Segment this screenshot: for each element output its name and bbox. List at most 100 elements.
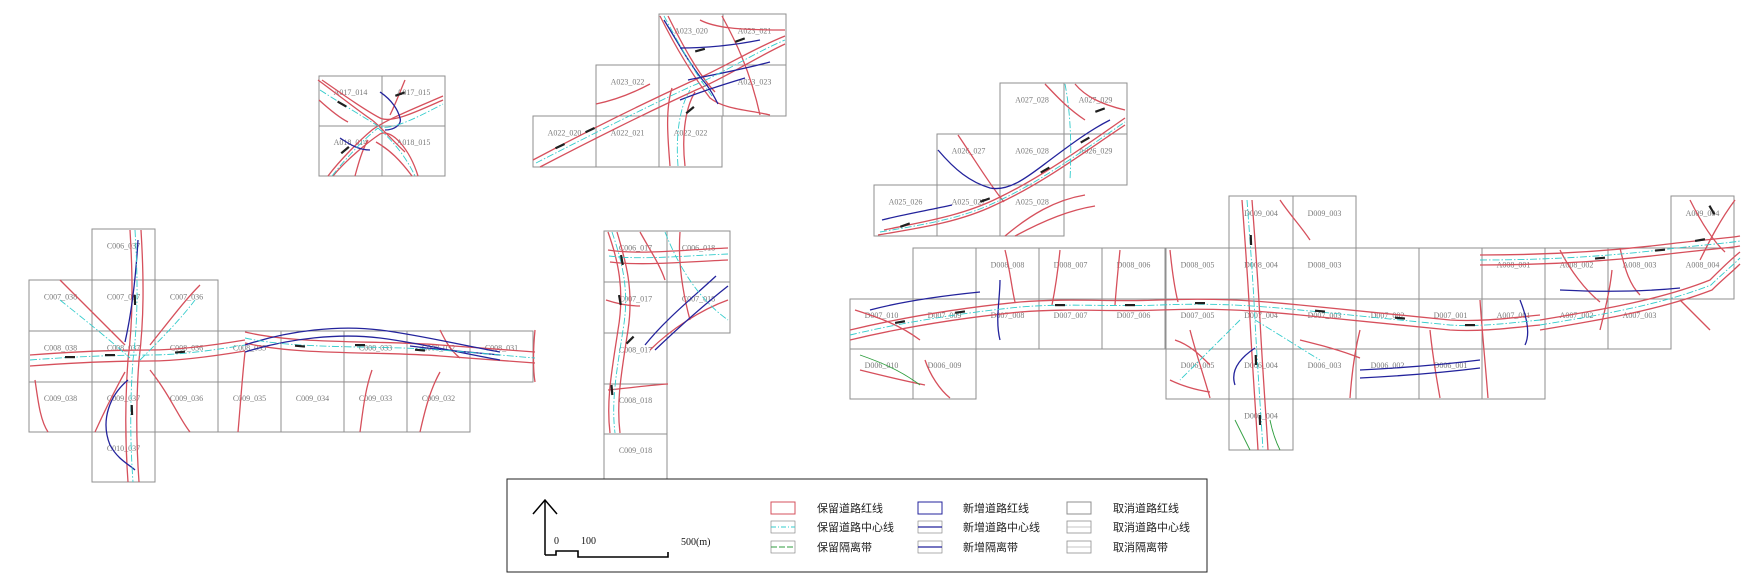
map-sheet-cell-empty (1418, 247, 1483, 300)
median-marker (130, 404, 134, 416)
map-sheet-label: D006_004 (1244, 361, 1278, 370)
map-sheet-label: C007_038 (44, 293, 77, 302)
median-marker (979, 197, 991, 203)
map-sheet-label: C007_037 (107, 293, 140, 302)
map-sheet-label: C009_018 (619, 446, 652, 455)
map-sheet-cell-empty (1481, 348, 1546, 400)
map-sheet-cell: A022_021 (595, 115, 660, 168)
map-sheet-cell: C008_033 (343, 330, 408, 383)
road-group-c006 (605, 231, 729, 434)
map-sheet-cell: D006_002 (1355, 348, 1420, 400)
median-marker (394, 91, 406, 97)
map-sheet-label: C009_038 (44, 394, 77, 403)
map-sheet-label: A026_029 (1079, 147, 1113, 156)
scale-label-zero: 0 (554, 536, 559, 547)
map-sheet-cell: C007_038 (28, 279, 93, 332)
map-sheet-label: C007_018 (682, 295, 715, 304)
median-marker (625, 335, 635, 345)
median-marker (1125, 304, 1135, 307)
map-sheet-cell: A008_001 (1481, 247, 1546, 300)
median-marker (105, 354, 115, 357)
scale-label-500m: 500(m) (681, 537, 710, 548)
map-sheet-label: A008_002 (1560, 261, 1594, 270)
map-sheet-cell: D008_008 (975, 247, 1040, 300)
median-marker (65, 356, 75, 359)
map-sheet-cell: A022_022 (658, 115, 723, 168)
map-sheet-cell: D007_009 (912, 298, 977, 350)
map-sheet-label: D008_008 (991, 261, 1025, 270)
legend-kept-median-label: 保留隔离带 (817, 540, 872, 554)
median-marker (694, 47, 706, 53)
map-sheet-label: D007_010 (865, 311, 899, 320)
map-sheet-label: A007_001 (1497, 311, 1531, 320)
median-marker (734, 37, 746, 43)
map-sheet-cell: A022_020 (532, 115, 597, 168)
map-sheet-cell: C009_037 (91, 381, 156, 433)
road-group-a026 (877, 83, 1126, 237)
map-sheet-label: D008_004 (1244, 261, 1278, 270)
map-sheet-cell: D007_007 (1038, 298, 1103, 350)
median-marker (619, 254, 624, 266)
median-marker (294, 344, 306, 348)
median-marker (1249, 234, 1253, 246)
map-sheet-label: A009_004 (1686, 209, 1720, 218)
map-sheet-label: D008_007 (1054, 261, 1088, 270)
legend-cancel-median-symbol (1066, 540, 1092, 554)
median-marker (337, 100, 347, 108)
median-marker (894, 320, 906, 325)
legend-kept-center-label: 保留道路中心线 (817, 520, 894, 534)
map-sheet-label: A007_003 (1623, 311, 1657, 320)
map-sheet-cell: A017_014 (318, 75, 383, 127)
scale-label-100: 100 (581, 536, 596, 547)
legend-new-median-symbol (917, 540, 943, 554)
legend-kept-center-symbol (770, 520, 796, 534)
map-sheet-label: D007_003 (1308, 311, 1342, 320)
legend-new-center-symbol (917, 520, 943, 534)
median-marker (1040, 166, 1050, 174)
map-sheet-label: C008_017 (619, 346, 652, 355)
map-sheet-cell: A018_015 (381, 125, 446, 177)
map-sheet-cell-empty (912, 247, 977, 300)
map-sheet-label: A008_004 (1686, 261, 1720, 270)
map-sheet-cell: A027_028 (999, 82, 1065, 135)
map-sheet-cell: C009_038 (28, 381, 93, 433)
map-sheet-label: A022_022 (674, 129, 708, 138)
median-marker (585, 126, 596, 134)
legend-cancel-center-symbol (1066, 520, 1092, 534)
map-sheet-cell: D006_004 (1228, 348, 1294, 400)
map-sheet-label: C010_037 (107, 444, 140, 453)
map-sheet-label: D009_004 (1244, 209, 1278, 218)
map-sheet-label: A023_021 (738, 27, 772, 36)
map-sheet-label: C009_033 (359, 394, 392, 403)
median-marker (1254, 354, 1258, 366)
median-marker (1055, 304, 1065, 307)
legend-cancel-red-symbol (1066, 501, 1092, 515)
north-arrow-icon (532, 498, 558, 555)
map-sheet-cell: D009_003 (1292, 195, 1357, 249)
map-sheet-cell: D007_006 (1101, 298, 1166, 350)
median-marker (1594, 256, 1606, 260)
median-marker (1694, 238, 1706, 243)
legend-kept-median-symbol (770, 540, 796, 554)
legend-kept-red-symbol (770, 501, 796, 515)
map-sheet-label: C007_017 (619, 295, 652, 304)
map-sheet-label: C008_018 (619, 396, 652, 405)
map-sheet-label: D007_005 (1181, 311, 1215, 320)
map-sheet-label: C006_037 (107, 242, 140, 251)
map-sheet-label: C008_031 (485, 344, 518, 353)
map-sheet-label: D007_001 (1434, 311, 1468, 320)
map-sheet-cell: A023_023 (722, 64, 787, 117)
map-sheet-label: C008_037 (107, 344, 140, 353)
map-sheet-label: C006_018 (682, 244, 715, 253)
map-sheet-label: C009_035 (233, 394, 266, 403)
road-group-a017 (317, 79, 444, 177)
median-marker (1394, 316, 1406, 320)
map-sheet-cell: D008_003 (1292, 247, 1357, 300)
map-sheet-label: C008_035 (233, 344, 266, 353)
map-sheet-label: D007_008 (991, 311, 1025, 320)
road-group-a023 (532, 15, 786, 168)
legend-cancel-red-label: 取消道路红线 (1113, 501, 1179, 515)
map-sheet-label: A022_021 (611, 129, 645, 138)
